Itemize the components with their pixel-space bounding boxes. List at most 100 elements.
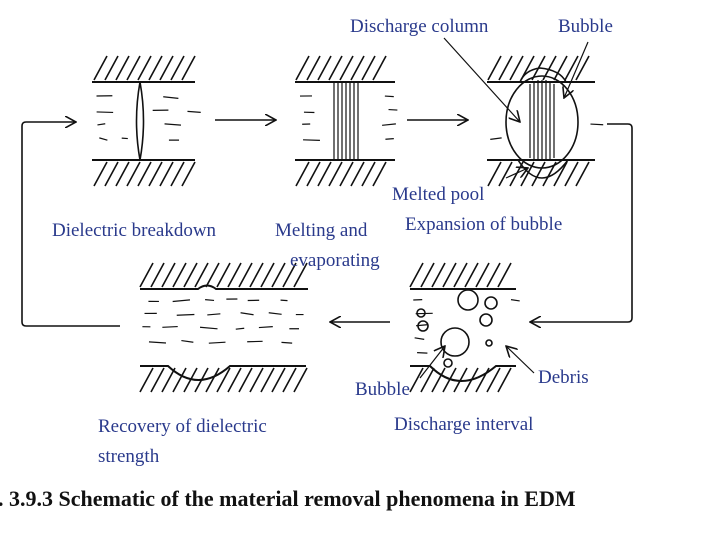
hatch-stroke [382, 123, 396, 126]
arrow-stage5-to-stage1 [21, 122, 120, 327]
hatch-stroke [170, 161, 185, 187]
hatch-stroke [199, 326, 218, 330]
hatch-stroke [148, 161, 163, 187]
hatch-stroke [575, 55, 590, 81]
hatch-stroke [238, 367, 253, 393]
label-bubble-top: Bubble [558, 16, 613, 37]
stage-dielectric-breakdown [92, 81, 201, 161]
hatch-stroke [361, 55, 376, 81]
label-expansion-of-bubble: Expansion of bubble [405, 214, 562, 235]
hatch-stroke [194, 262, 209, 288]
hatch-stroke [99, 137, 108, 141]
hatch-stroke [104, 55, 119, 81]
hatch-stroke [328, 161, 343, 187]
hatch-stroke [281, 341, 293, 344]
hatch-stroke [126, 55, 141, 81]
hatch-stroke [126, 161, 141, 187]
hatch-stroke [181, 161, 196, 187]
hatch-stroke [416, 324, 429, 327]
label-recovery-line1: Recovery of dielectric [98, 416, 267, 437]
hatch-stroke [317, 55, 332, 81]
hatch-stroke [159, 161, 174, 187]
stage-discharge-interval [410, 288, 535, 382]
hatch-stroke [97, 123, 106, 126]
hatch-stroke [249, 262, 264, 288]
hatch-stroke [295, 55, 310, 81]
hatch-stroke [498, 161, 513, 187]
hatch-stroke [258, 326, 273, 329]
hatch-stroke [137, 55, 152, 81]
hatch-stroke [339, 161, 354, 187]
hatch-stroke [553, 55, 568, 81]
hatch-stroke [487, 161, 502, 187]
stage-expansion-of-bubble [443, 37, 604, 179]
hatch-stroke [384, 95, 394, 98]
hatch-stroke [295, 161, 310, 187]
hatch-stroke [93, 161, 108, 187]
hatch-stroke [205, 299, 215, 302]
hatch-stroke [431, 367, 446, 393]
hatch-stroke [181, 55, 196, 81]
hatch-stroke [361, 161, 376, 187]
hatch-stroke [553, 161, 568, 187]
stage-recovery-dielectric [140, 284, 308, 381]
hatch-stroke [509, 55, 524, 81]
hatch-stroke [249, 367, 264, 393]
stage-melting-evaporating [295, 81, 398, 161]
hatch-stroke [148, 341, 167, 344]
hatch-stroke [453, 262, 468, 288]
label-debris: Debris [538, 367, 589, 388]
hatch-stroke [531, 161, 546, 187]
hatch-stroke [172, 262, 187, 288]
cycle-arrows [21, 120, 633, 327]
hatch-stroke [490, 137, 502, 140]
label-discharge-interval: Discharge interval [394, 414, 533, 435]
hatch-stroke [271, 367, 286, 393]
arrow-stage3-to-stage4 [530, 123, 633, 322]
label-recovery-line2: strength [98, 446, 160, 467]
hatch-stroke [414, 337, 425, 340]
hatch-stroke [420, 262, 435, 288]
hatch-stroke [115, 161, 130, 187]
label-bubble-bottom: Bubble [355, 379, 410, 400]
hatch-stroke [148, 55, 163, 81]
hatch-stroke [409, 367, 424, 393]
hatch-stroke [176, 313, 195, 316]
hatch-stroke [303, 139, 320, 141]
hatch-stroke [161, 262, 176, 288]
hatch-stroke [339, 55, 354, 81]
hatch-stroke [227, 262, 242, 288]
hatch-stroke [350, 55, 365, 81]
hatch-stroke [216, 262, 231, 288]
hatch-stroke [150, 262, 165, 288]
hatch-stroke [181, 339, 194, 343]
label-melted-pool: Melted pool [392, 184, 484, 205]
label-dielectric-breakdown: Dielectric breakdown [52, 220, 217, 241]
hatch-stroke [115, 55, 130, 81]
hatch-stroke [139, 367, 154, 393]
hatch-stroke [350, 161, 365, 187]
hatch-stroke [163, 96, 179, 99]
hatch-stroke [216, 367, 231, 393]
hatch-stroke [208, 341, 226, 344]
hatch-stroke [170, 55, 185, 81]
hatch-stroke [317, 161, 332, 187]
hatch-stroke [486, 262, 501, 288]
hatch-stroke [498, 55, 513, 81]
hatch-stroke [372, 161, 387, 187]
hatch-stroke [372, 55, 387, 81]
hatch-stroke [306, 55, 321, 81]
hatch-stroke [139, 262, 154, 288]
hatch-stroke [150, 367, 165, 393]
hatch-stroke [385, 138, 394, 140]
hatch-stroke [183, 262, 198, 288]
hatch-stroke [268, 312, 282, 315]
hatch-stroke [564, 161, 579, 187]
hatch-stroke [227, 367, 242, 393]
electrode-hatching [93, 55, 590, 393]
hatch-stroke [104, 161, 119, 187]
hatch-stroke [497, 367, 512, 393]
hatch-stroke [306, 161, 321, 187]
hatch-stroke [205, 262, 220, 288]
